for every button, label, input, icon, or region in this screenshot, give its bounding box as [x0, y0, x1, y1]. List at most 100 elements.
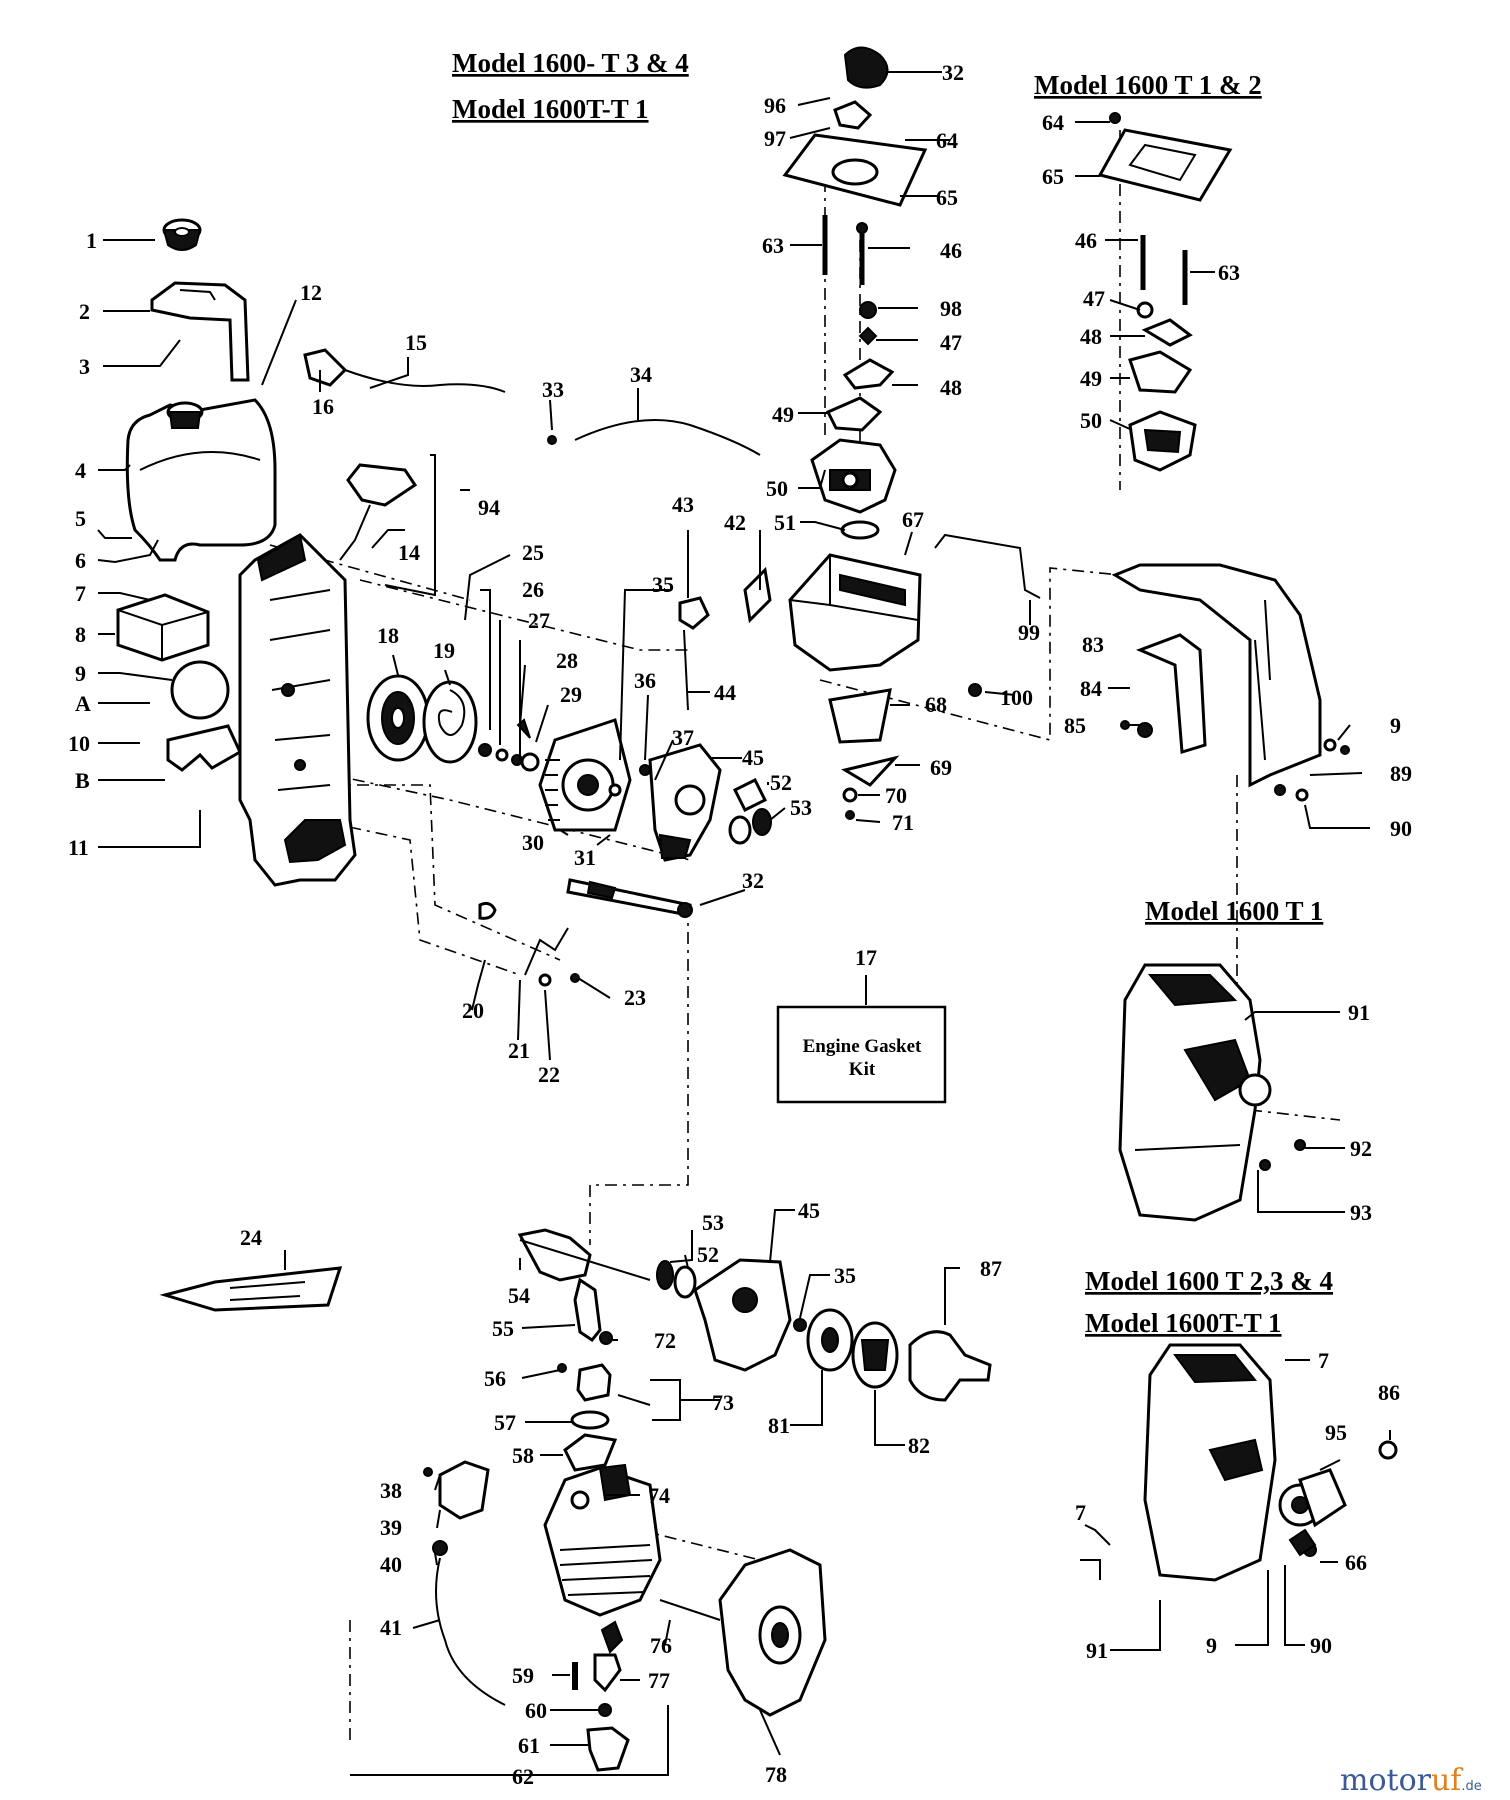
- part-label-21: 21: [508, 1038, 530, 1063]
- tube-76-part: [659, 1599, 721, 1621]
- part-label-7: 7: [75, 581, 86, 606]
- part-label-39: 39: [380, 1515, 402, 1540]
- part-labels: 1 2 3 12 4 5 6 7 8 9 A 10 B 11 15 16 33 …: [68, 60, 1412, 1789]
- part-label-58: 58: [512, 1443, 534, 1468]
- part-label-51: 51: [774, 510, 796, 535]
- starter-pulley-part: [366, 674, 430, 762]
- part-label-82: 82: [908, 1433, 930, 1458]
- part-label-84: 84: [1080, 676, 1102, 701]
- part-label-83: 83: [1082, 632, 1104, 657]
- gasket-51-part: [840, 520, 880, 540]
- fuel-tank-part: [125, 398, 277, 562]
- carb-t1-2-assembly: [1097, 112, 1233, 472]
- part-label-53-lower: 53: [702, 1210, 724, 1235]
- part-label-93: 93: [1350, 1200, 1372, 1225]
- air-box-67-part: [788, 553, 922, 672]
- part-label-78: 78: [765, 1762, 787, 1787]
- part-label-81: 81: [768, 1413, 790, 1438]
- part-label-42: 42: [724, 510, 746, 535]
- part-label-52-lower: 52: [697, 1242, 719, 1267]
- cylinder-part: [543, 1463, 662, 1617]
- part-label-91: 91: [1348, 1000, 1370, 1025]
- part-label-b: B: [75, 768, 90, 793]
- coil-38-40: [423, 1460, 506, 1706]
- part-label-91-lower: 91: [1086, 1638, 1108, 1663]
- part-label-70: 70: [885, 783, 907, 808]
- part-label-12: 12: [300, 280, 322, 305]
- part-label-35-lower: 35: [834, 1263, 856, 1288]
- part-label-95: 95: [1325, 1420, 1347, 1445]
- part-label-7-right-a: 7: [1318, 1348, 1329, 1373]
- part-label-2: 2: [79, 299, 90, 324]
- part-label-85: 85: [1064, 713, 1086, 738]
- clutch-parts-35-81-82-87: [793, 1308, 992, 1402]
- part-label-5: 5: [75, 506, 86, 531]
- plate-b-part: [166, 724, 242, 772]
- bearings-52-53-lower: [656, 1260, 697, 1299]
- part-label-45: 45: [742, 745, 764, 770]
- heading-model-1600-t2-3-4: Model 1600 T 2,3 & 4: [1085, 1266, 1333, 1296]
- sealant-tube-part: [159, 1266, 343, 1312]
- part-label-53: 53: [790, 795, 812, 820]
- gasket-42-part: [743, 566, 772, 624]
- fuel-cap-part: [162, 218, 202, 251]
- part-label-8: 8: [75, 622, 86, 647]
- part-label-59: 59: [512, 1663, 534, 1688]
- part-label-67: 67: [902, 507, 924, 532]
- part-label-55: 55: [492, 1316, 514, 1341]
- part-label-47-right: 47: [1083, 286, 1105, 311]
- part-label-65-right: 65: [1042, 164, 1064, 189]
- part-label-57: 57: [494, 1410, 516, 1435]
- part-label-15: 15: [405, 330, 427, 355]
- heading-model-1600t-t1-top: Model 1600T-T 1: [452, 94, 649, 124]
- part-label-43: 43: [672, 492, 694, 517]
- part-label-16: 16: [312, 394, 334, 419]
- part-label-23: 23: [624, 985, 646, 1010]
- part-label-74: 74: [648, 1483, 670, 1508]
- carb-parts-98-48: [842, 301, 895, 390]
- spark-part-35-43: [608, 596, 710, 797]
- gasket-kit-line2: Kit: [849, 1059, 876, 1080]
- part-label-26: 26: [522, 577, 544, 602]
- part-label-9-right: 9: [1390, 713, 1401, 738]
- part-label-99: 99: [1018, 620, 1040, 645]
- part-label-69: 69: [930, 755, 952, 780]
- part-label-9-lower: 9: [1206, 1633, 1217, 1658]
- part-label-40: 40: [380, 1552, 402, 1577]
- part-label-49-right: 49: [1080, 366, 1102, 391]
- heading-model-1600-t3-4: Model 1600- T 3 & 4: [452, 48, 689, 78]
- part-label-50-right: 50: [1080, 408, 1102, 433]
- part-label-19: 19: [433, 638, 455, 663]
- part-label-60: 60: [525, 1698, 547, 1723]
- crankcase-45-lower: [693, 1258, 792, 1372]
- part-label-20: 20: [462, 998, 484, 1023]
- watermark-logo: motoruf.de: [1340, 1763, 1482, 1798]
- crankcase-half-part: [648, 743, 722, 862]
- heading-model-1600-t1-2: Model 1600 T 1 & 2: [1034, 70, 1262, 100]
- part-label-63-right: 63: [1218, 260, 1240, 285]
- part-label-94: 94: [478, 495, 500, 520]
- housing-91-t2-part: [1143, 1343, 1398, 1582]
- choke-rod-99-part: [934, 533, 1041, 599]
- part-label-4: 4: [75, 458, 86, 483]
- part-label-72: 72: [654, 1328, 676, 1353]
- heading-model-1600-t1: Model 1600 T 1: [1145, 896, 1323, 926]
- spark-plug-parts-59-61: [572, 1620, 630, 1772]
- part-label-46-right: 46: [1075, 228, 1097, 253]
- fuel-filter-line-part: [303, 348, 506, 393]
- housing-91-t1-part: [1118, 963, 1306, 1222]
- drive-shaft-housing-part: [1111, 563, 1322, 788]
- part-label-44: 44: [714, 680, 736, 705]
- recoil-spring-part: [422, 680, 478, 764]
- part-label-98: 98: [940, 296, 962, 321]
- part-label-68: 68: [925, 692, 947, 717]
- part-label-65: 65: [936, 185, 958, 210]
- part-label-45-lower: 45: [798, 1198, 820, 1223]
- part-label-71: 71: [892, 810, 914, 835]
- part-label-18: 18: [377, 623, 399, 648]
- part-label-34: 34: [630, 362, 652, 387]
- part-label-37: 37: [672, 725, 694, 750]
- label-17: 17: [855, 945, 877, 970]
- part-label-48: 48: [940, 375, 962, 400]
- part-label-54: 54: [508, 1283, 530, 1308]
